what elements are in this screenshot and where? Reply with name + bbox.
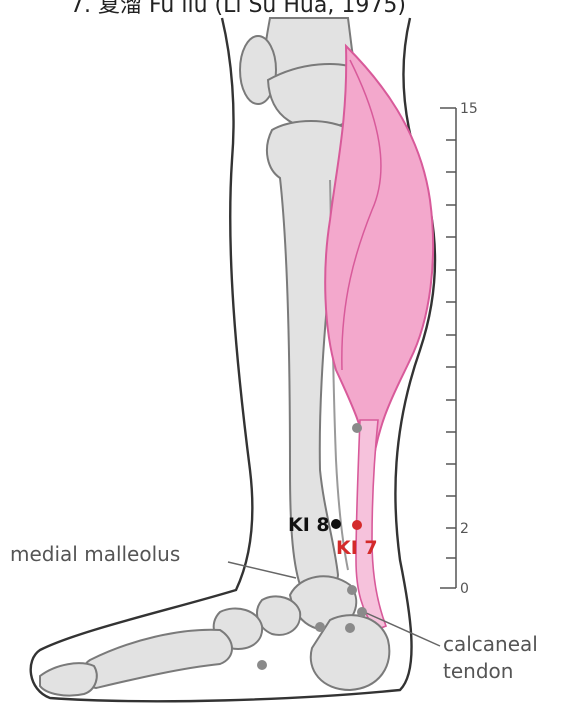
calcaneal-label-line2: tendon xyxy=(443,659,513,683)
medial-malleolus-leader xyxy=(228,562,296,578)
phalanx-bones xyxy=(40,663,97,695)
navicular-bone xyxy=(257,596,300,634)
marker-upper xyxy=(352,423,362,433)
ki7-point-marker xyxy=(352,520,362,530)
measurement-ruler xyxy=(440,108,456,588)
metatarsal-bones xyxy=(82,630,232,688)
diagram-title: 7. 复溜 Fu liu (Li Su Hua, 1975) xyxy=(70,0,406,18)
ki8-label: KI 8 xyxy=(288,514,330,536)
ki8-point-marker xyxy=(331,519,341,529)
marker-foot-3 xyxy=(257,660,267,670)
ruler-label-15: 15 xyxy=(460,101,478,117)
marker-ankle-2 xyxy=(357,607,367,617)
ruler-label-0: 0 xyxy=(460,581,469,597)
ki7-label: KI 7 xyxy=(336,537,378,559)
ruler-label-2: 2 xyxy=(460,521,469,537)
marker-ankle-1 xyxy=(347,585,357,595)
marker-foot-2 xyxy=(345,623,355,633)
marker-foot-1 xyxy=(315,622,325,632)
calcaneal-label-line1: calcaneal xyxy=(443,632,538,656)
medial-malleolus-label: medial malleolus xyxy=(10,542,180,566)
